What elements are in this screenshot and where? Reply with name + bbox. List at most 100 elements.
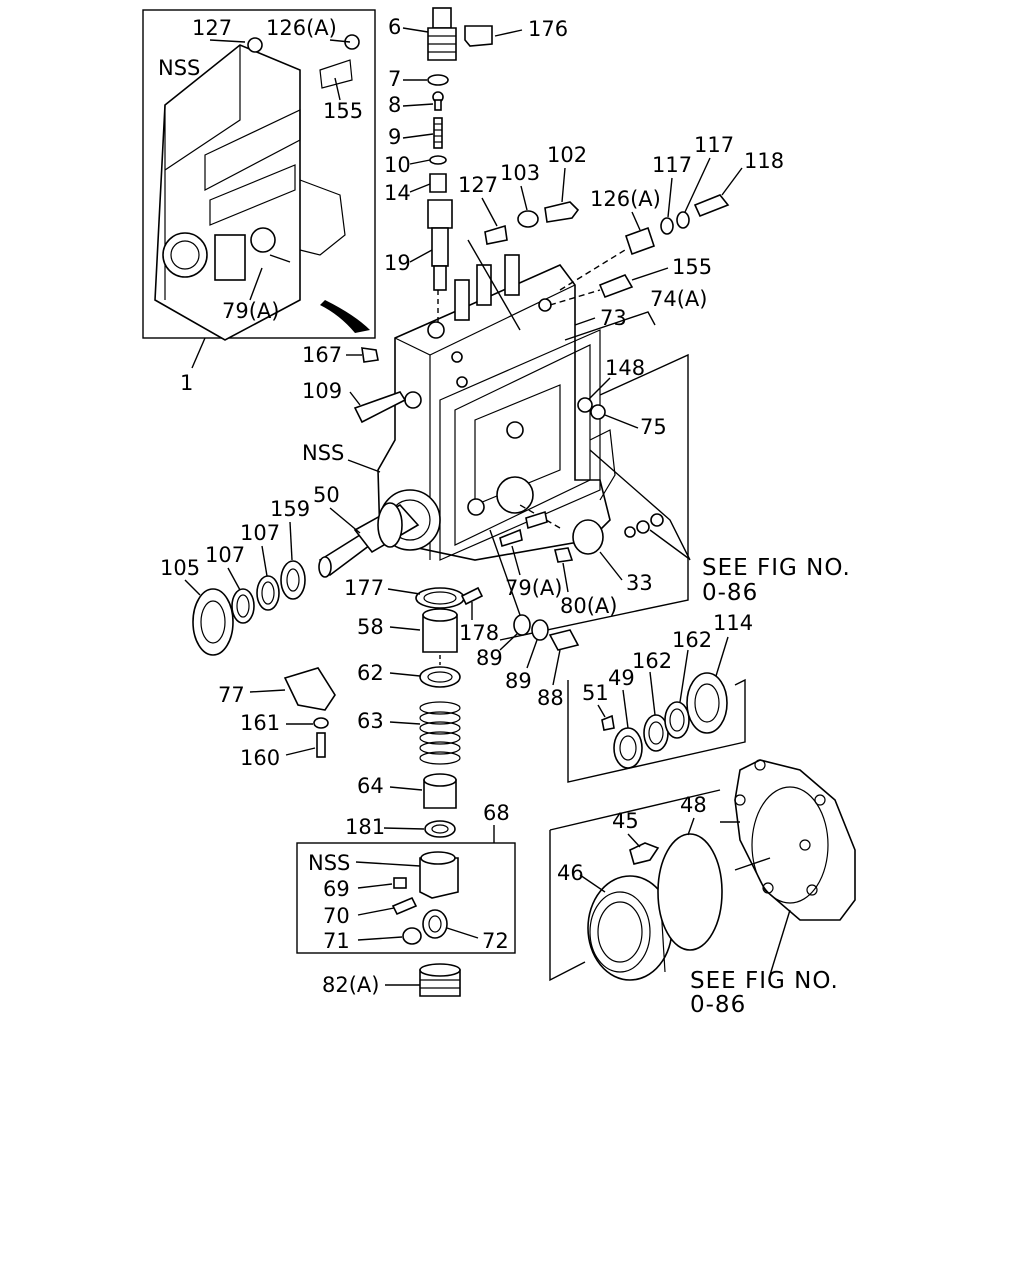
label-148: 148 [605, 356, 645, 380]
label-69: 69 [323, 877, 350, 901]
part-102 [544, 201, 580, 223]
label-68: 68 [483, 801, 510, 825]
part-103 [517, 210, 539, 228]
label-181: 181 [345, 815, 385, 839]
part-118 [693, 194, 730, 218]
label-102: 102 [547, 143, 587, 167]
label-127-top: 127 [192, 16, 232, 40]
part-51 [601, 714, 615, 731]
label-126a: 126(A) [590, 187, 661, 211]
label-79a-top: 79(A) [222, 299, 279, 323]
label-178: 178 [459, 621, 499, 645]
label-62: 62 [357, 661, 384, 685]
part-46-flange [587, 875, 673, 981]
label-45: 45 [612, 809, 639, 833]
label-71: 71 [323, 929, 350, 953]
part-72 [422, 909, 448, 939]
label-107b: 107 [240, 521, 280, 545]
part-80a [554, 547, 574, 563]
ref2-line1: SEE FIG NO. [690, 968, 839, 994]
part-161 [313, 717, 329, 729]
label-88: 88 [537, 686, 564, 710]
part-69 [393, 877, 407, 889]
part-105-bearing [192, 588, 234, 656]
label-118: 118 [744, 149, 784, 173]
label-49: 49 [608, 666, 635, 690]
part-117a [660, 217, 674, 235]
label-89b: 89 [505, 669, 532, 693]
part-177-gear [415, 587, 465, 609]
label-14: 14 [384, 181, 411, 205]
part-181 [424, 820, 456, 838]
label-117b: 117 [694, 133, 734, 157]
part-62 [419, 666, 461, 688]
label-105: 105 [160, 556, 200, 580]
part-126a [624, 226, 656, 256]
inset-housing [142, 9, 376, 341]
label-9: 9 [388, 125, 401, 149]
label-107a: 107 [205, 543, 245, 567]
part-107b [256, 575, 280, 611]
part-178 [460, 586, 484, 606]
label-7: 7 [388, 67, 401, 91]
part-167 [361, 347, 379, 363]
part-89b [531, 619, 549, 641]
label-127: 127 [458, 173, 498, 197]
label-64: 64 [357, 774, 384, 798]
label-155: 155 [672, 255, 712, 279]
label-117a: 117 [652, 153, 692, 177]
part-155 [598, 274, 634, 299]
part-63-spring [419, 701, 461, 765]
part-88 [548, 629, 580, 651]
ref1-line1: SEE FIG NO. [702, 555, 851, 581]
pump-housing [377, 254, 616, 561]
label-114: 114 [713, 611, 753, 635]
part-79a [499, 528, 523, 548]
label-162a: 162 [632, 649, 672, 673]
label-79a: 79(A) [505, 576, 562, 600]
part-117b [676, 211, 690, 229]
part-49 [613, 727, 643, 769]
part-45 [629, 842, 660, 865]
part-48-oring [657, 833, 723, 951]
part-71 [402, 927, 422, 945]
label-46: 46 [557, 861, 584, 885]
delivery-valve-stack [427, 7, 457, 291]
part-160 [316, 732, 326, 758]
part-162b [664, 701, 690, 739]
label-58: 58 [357, 615, 384, 639]
part-176 [464, 25, 493, 47]
label-74a: 74(A) [650, 287, 707, 311]
label-75: 75 [640, 415, 667, 439]
part-89a [513, 614, 531, 636]
label-176: 176 [528, 17, 568, 41]
part-127 [484, 224, 508, 245]
label-nss-mid: NSS [302, 441, 344, 465]
label-89a: 89 [476, 646, 503, 670]
label-10: 10 [384, 153, 411, 177]
label-19: 19 [384, 251, 411, 275]
label-nss-bot: NSS [308, 851, 350, 875]
part-77 [283, 667, 336, 711]
part-107a [231, 588, 255, 624]
label-6: 6 [388, 15, 401, 39]
cover-housing [734, 759, 856, 921]
label-167: 167 [302, 343, 342, 367]
label-63: 63 [357, 709, 384, 733]
bracket-46 [549, 830, 586, 982]
label-77: 77 [218, 683, 245, 707]
part-109 [353, 391, 407, 424]
part-114-bearing [686, 672, 728, 734]
label-161: 161 [240, 711, 280, 735]
inset-68-box [296, 842, 516, 954]
label-82a: 82(A) [322, 973, 379, 997]
label-159: 159 [270, 497, 310, 521]
label-160: 160 [240, 746, 280, 770]
part-159 [280, 560, 306, 600]
label-162b: 162 [672, 628, 712, 652]
label-33: 33 [626, 571, 653, 595]
ref2-line2: 0-86 [690, 992, 746, 1018]
part-148 [577, 397, 593, 413]
